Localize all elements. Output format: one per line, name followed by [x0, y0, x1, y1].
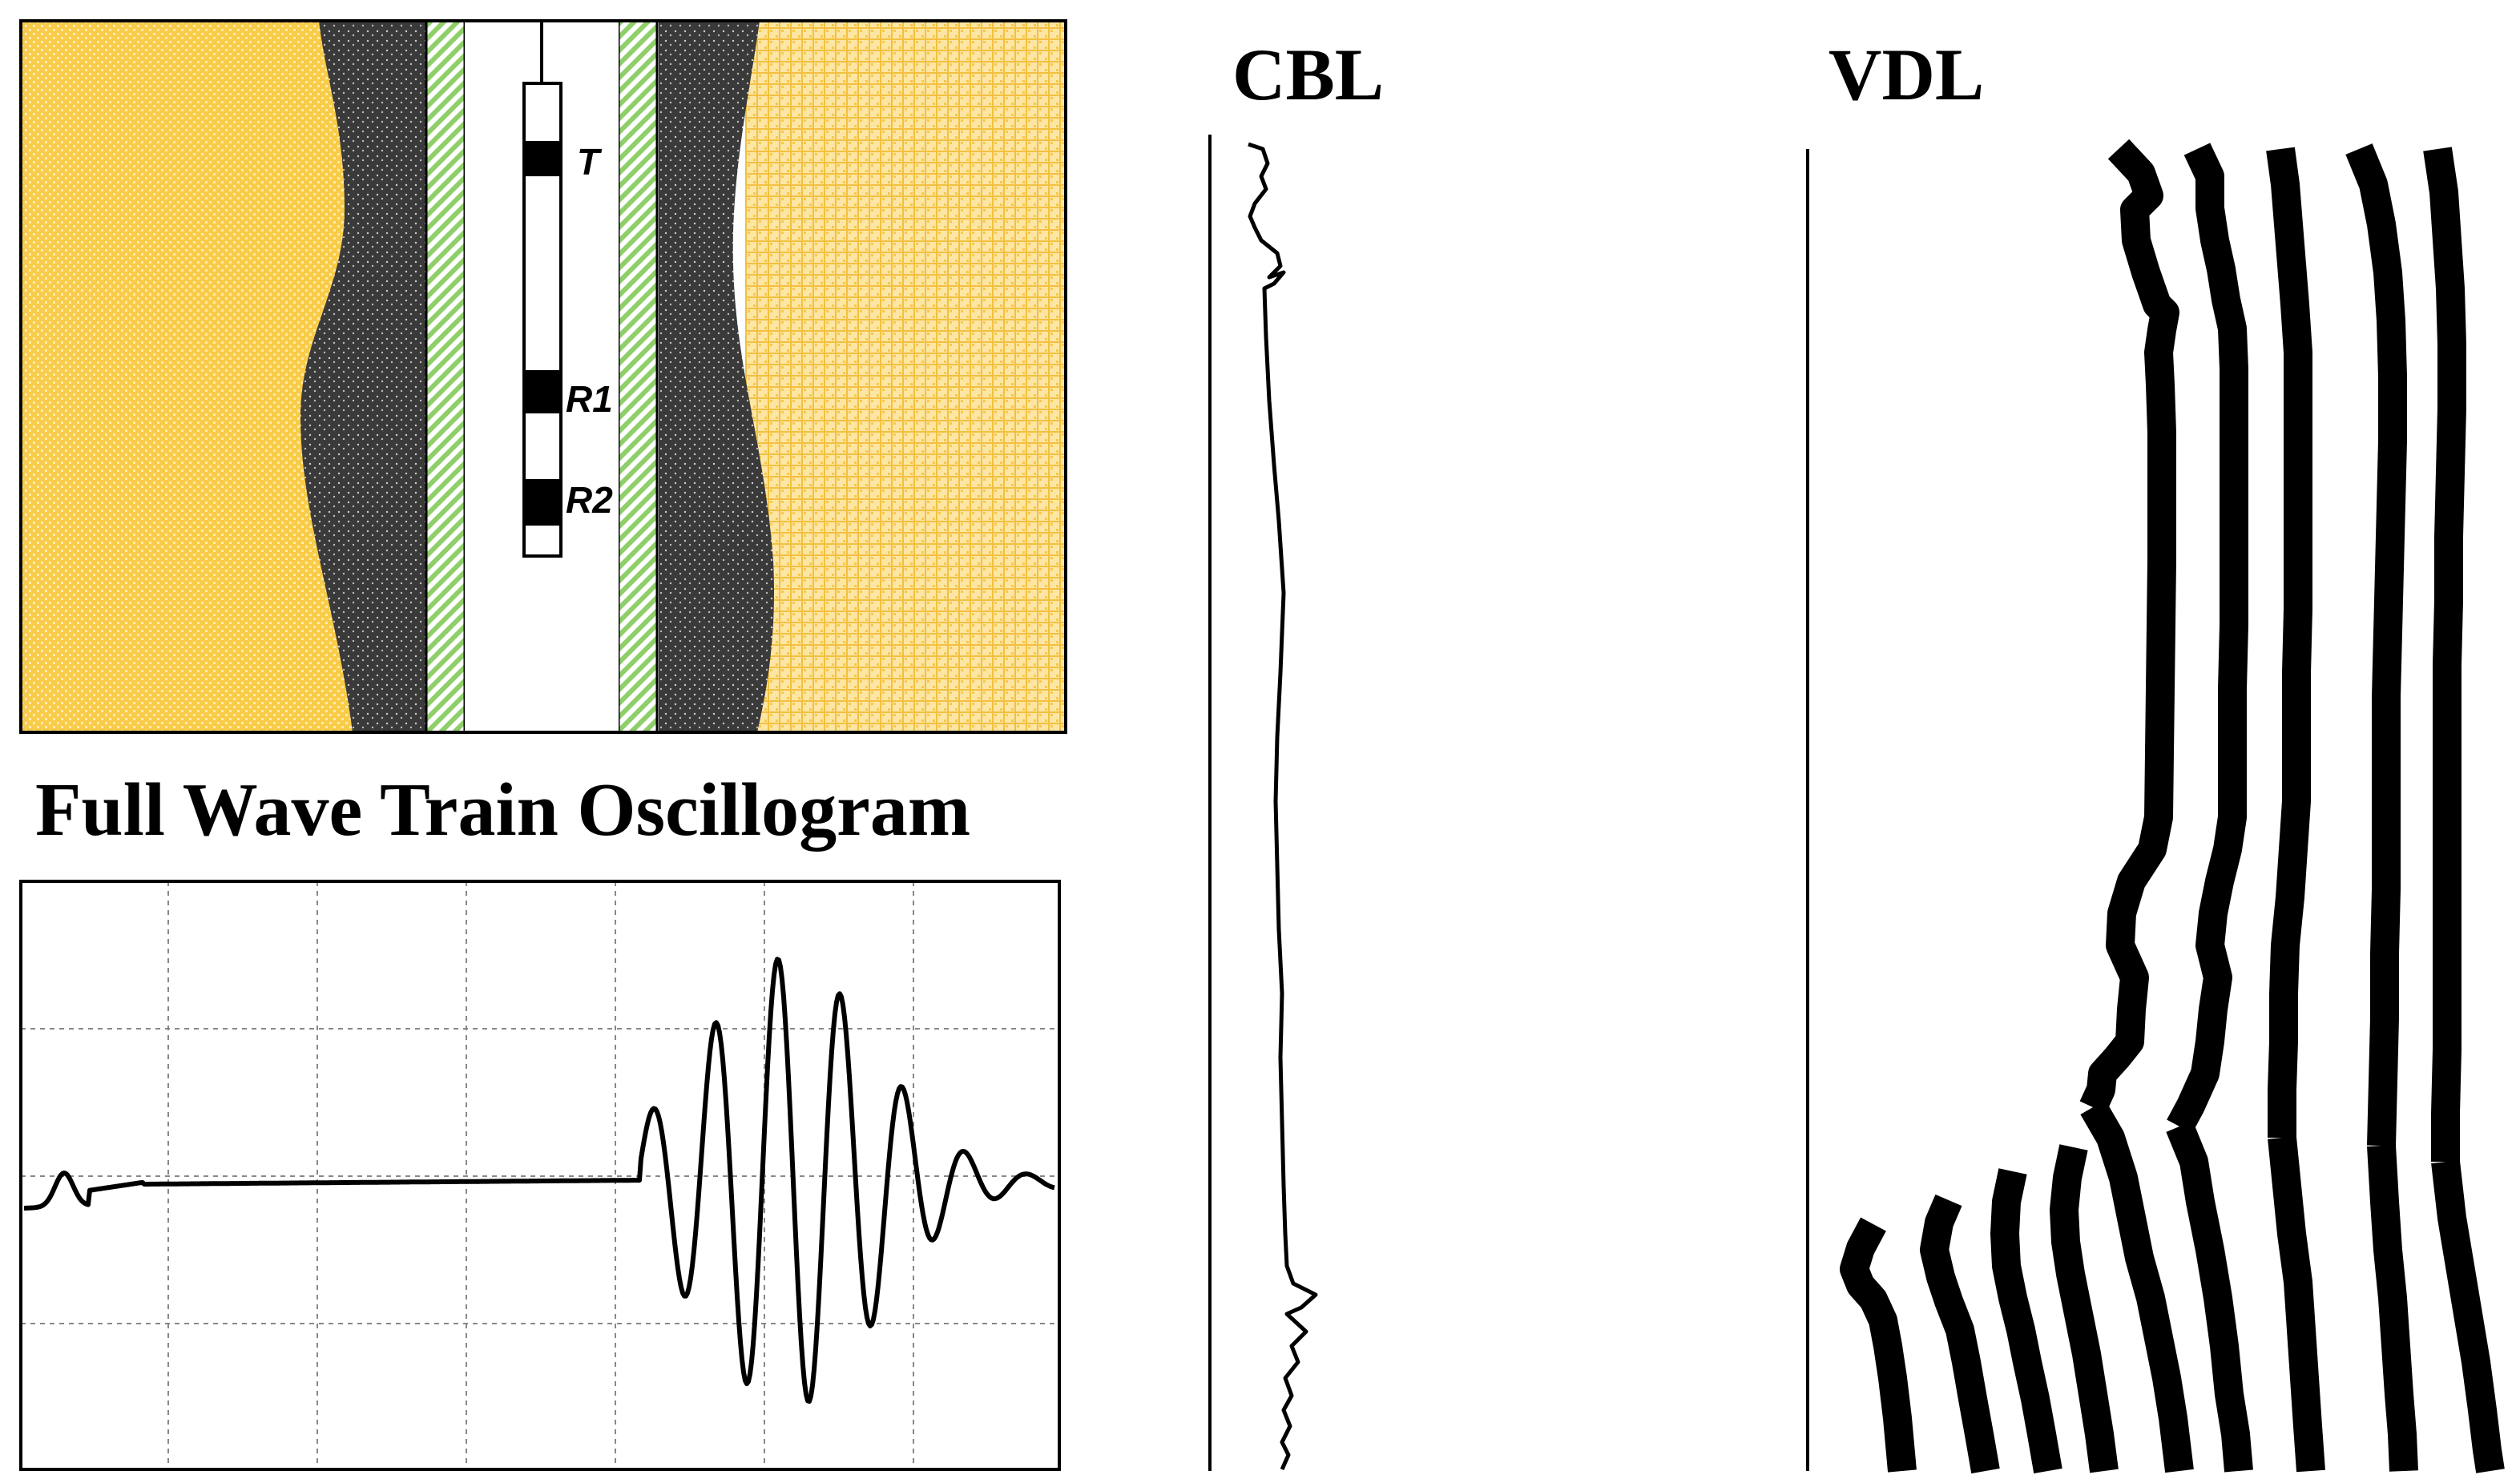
vdl-band [2268, 1136, 2325, 1473]
casing-left [425, 19, 466, 734]
vdl-band [2367, 1144, 2418, 1472]
formation-left [21, 21, 357, 732]
tool-label-r1: R1 [566, 378, 613, 420]
cbl-curve [1248, 142, 1318, 1471]
vdl-band [2050, 1144, 2119, 1473]
oscillogram-waveform [23, 957, 1055, 1404]
vdl-bands [1840, 139, 2505, 1474]
cbl-title: CBL [1232, 34, 1384, 115]
borehole-diagram: T R1 R2 [19, 19, 1067, 734]
formation-right [745, 21, 1066, 732]
vdl-band [2166, 1121, 2253, 1473]
vdl-band [2423, 147, 2466, 1162]
receiver-icon [524, 479, 561, 526]
tool-label-t: T [577, 141, 603, 183]
casing-right [617, 19, 659, 734]
oscillogram-frame [19, 880, 1061, 1471]
cement-left [300, 21, 426, 732]
oscillogram-title: Full Wave Train Oscillogram [35, 768, 970, 852]
vdl-band [2266, 147, 2312, 1138]
vdl-band [2345, 143, 2407, 1147]
borehole-frame [19, 19, 1067, 734]
vdl-band [2431, 1159, 2505, 1473]
vdl-band [1990, 1168, 2062, 1474]
oscillogram-grid [21, 881, 1059, 1469]
cement-right [659, 21, 774, 732]
vdl-band [1920, 1194, 2000, 1474]
tool-label-r2: R2 [566, 479, 613, 521]
vdl-band [2167, 143, 2248, 1134]
receiver-icon [524, 370, 561, 413]
transmitter-icon [524, 141, 561, 176]
vdl-band [1840, 1217, 1917, 1473]
vdl-band [2080, 1099, 2194, 1473]
oscillogram-panel [19, 880, 1061, 1471]
vdl-band [2079, 139, 2179, 1114]
vdl-title: VDL [1829, 34, 1984, 115]
